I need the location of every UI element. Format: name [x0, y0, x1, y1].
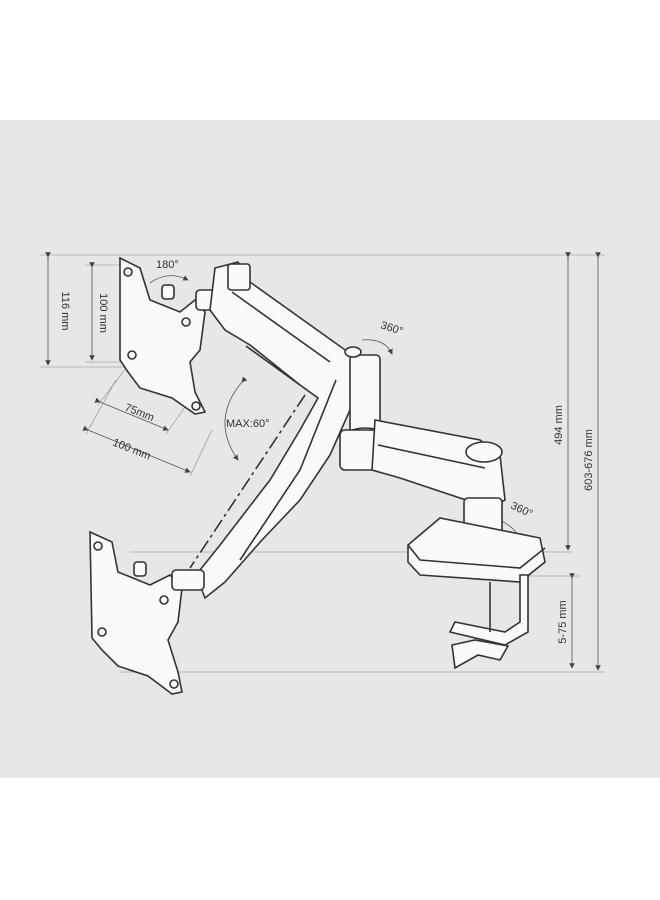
lower-arm	[371, 419, 506, 509]
vesa-plate-upper	[119, 256, 227, 415]
vesa-plate-lower	[89, 530, 205, 695]
rotate-arm-label: 360°	[379, 319, 404, 337]
dimension-lines	[45, 252, 601, 671]
plate-height-outer-label: 116 mm	[59, 292, 71, 331]
vesa-100-label: 100 mm	[111, 437, 152, 463]
total-height-label: 603-676 mm	[583, 429, 595, 491]
vesa-75-label: 75mm	[123, 402, 156, 425]
rotate-plate-label: 180°	[156, 259, 179, 271]
plate-height-inner-label: 100 mm	[97, 293, 109, 333]
desk-clamp	[407, 517, 546, 670]
tilt-range-line	[189, 394, 306, 569]
rotation-arrows	[149, 275, 525, 547]
elbow-joint	[339, 346, 388, 471]
upper-arm	[195, 261, 361, 600]
clamp-range-label: 5-75 mm	[557, 600, 569, 643]
rotate-base-label: 360°	[509, 500, 535, 520]
arm-height-label: 494 mm	[553, 405, 565, 445]
tilt-max-label: MAX:60°	[226, 418, 270, 430]
